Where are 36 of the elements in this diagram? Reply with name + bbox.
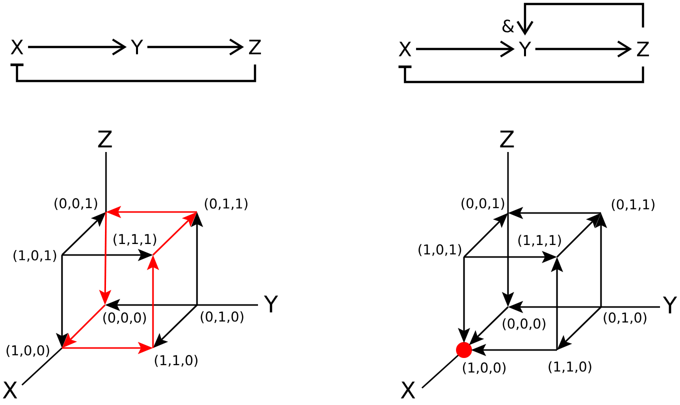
state-label: (1,0,1) xyxy=(418,244,462,256)
inhibition-line xyxy=(398,66,644,84)
edge-label: & xyxy=(500,18,516,34)
state-label: (0,1,1) xyxy=(612,198,654,211)
axis-label: Z xyxy=(98,130,112,148)
axis-label: Y xyxy=(264,296,278,312)
state-label: (0,0,1) xyxy=(462,198,504,210)
axis-label: Y xyxy=(662,296,678,314)
state-label: (1,1,0) xyxy=(154,354,198,367)
state-label: (0,0,0) xyxy=(103,312,146,324)
arrow xyxy=(416,40,515,58)
arrow xyxy=(147,38,244,56)
axis-label: X xyxy=(2,382,18,398)
arrow xyxy=(516,2,644,36)
state-label: (1,1,1) xyxy=(518,234,561,247)
arrow xyxy=(535,40,632,58)
node-label: X xyxy=(398,42,412,56)
state-label: (1,0,1) xyxy=(14,250,56,262)
state-label: (1,1,0) xyxy=(548,361,592,374)
state-label: (0,1,0) xyxy=(200,311,244,324)
state-label: (1,1,1) xyxy=(114,234,156,246)
state-label: (1,0,0) xyxy=(462,362,506,374)
state-label: (0,0,1) xyxy=(54,198,98,210)
node-label: Z xyxy=(249,40,261,54)
inhibition-line xyxy=(10,64,256,82)
state-label: (0,1,0) xyxy=(604,312,646,324)
axis-label: X xyxy=(400,382,416,398)
arrow xyxy=(28,38,127,56)
node-label: Z xyxy=(637,42,649,56)
node-label: X xyxy=(10,40,24,54)
state-label: (0,0,0) xyxy=(502,318,546,330)
state-label: (0,1,1) xyxy=(204,198,248,210)
state-label: (1,0,0) xyxy=(6,344,50,357)
axis-label: Z xyxy=(500,130,514,148)
node-label: Y xyxy=(130,40,144,54)
node-label: Y xyxy=(518,42,532,56)
